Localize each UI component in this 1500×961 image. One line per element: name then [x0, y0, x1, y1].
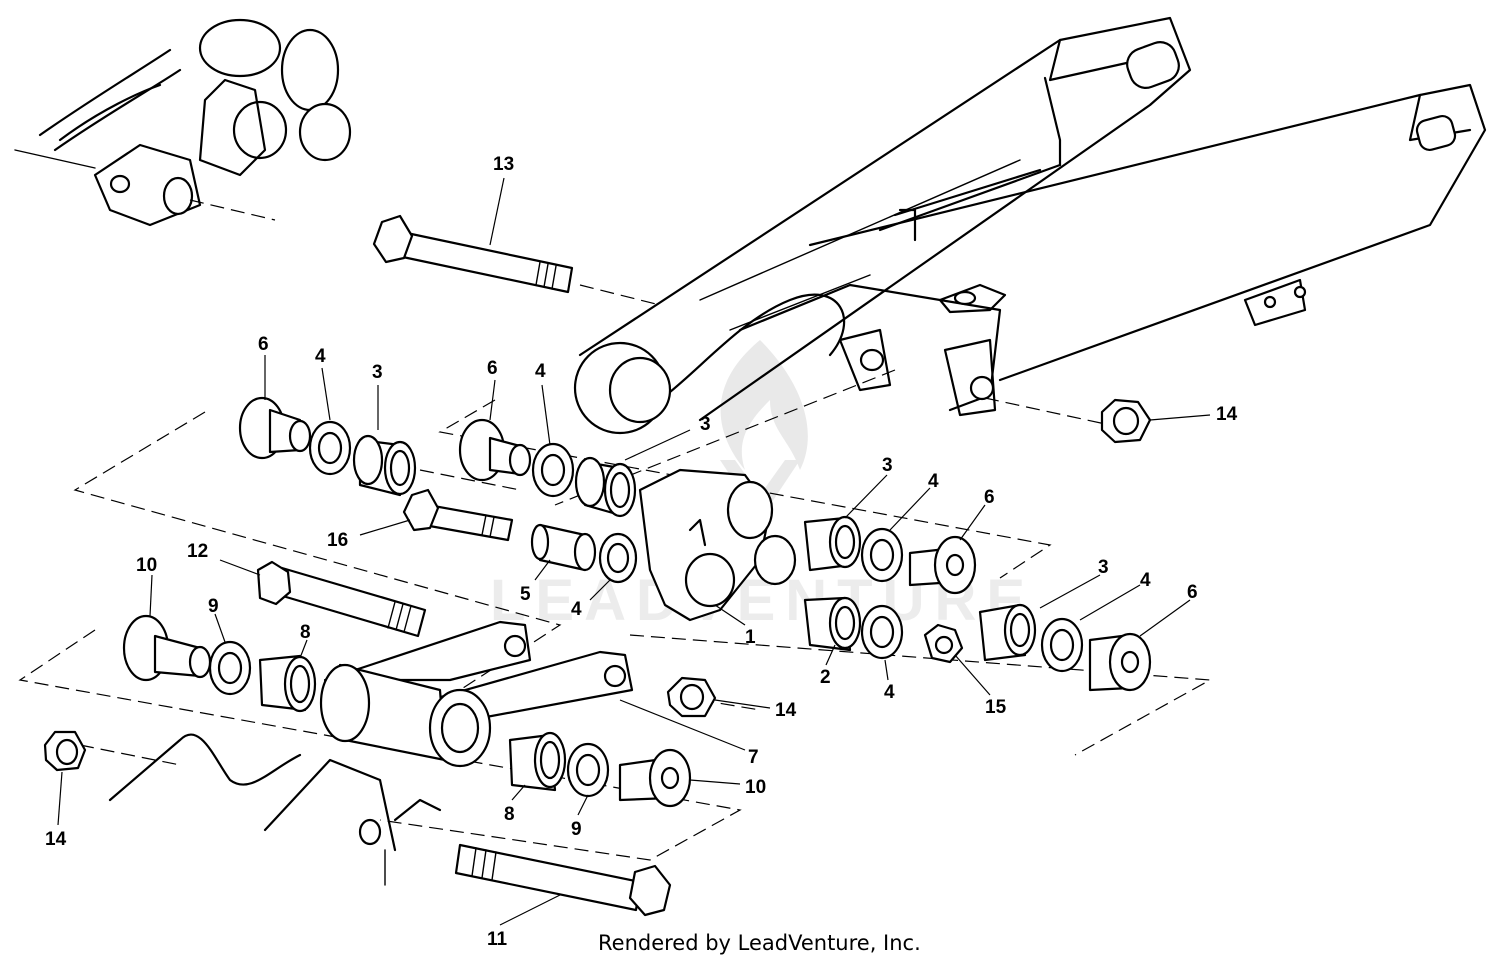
- callout-3: 3: [882, 455, 893, 476]
- callout-7: 7: [748, 747, 759, 768]
- bushing-set-lower: [122, 614, 317, 713]
- callout-10: 10: [136, 555, 157, 576]
- bushing-set-right: [803, 515, 1152, 692]
- spacer-5: [530, 523, 638, 584]
- callout-4: 4: [1140, 570, 1151, 591]
- callout-14: 14: [1216, 404, 1238, 425]
- frame-bracket-lower: [108, 733, 442, 886]
- callout-13: 13: [493, 154, 514, 175]
- callout-12: 12: [187, 541, 208, 562]
- callout-6: 6: [1187, 582, 1198, 603]
- callout-3: 3: [1098, 557, 1109, 578]
- callout-8: 8: [504, 804, 515, 825]
- leader-lines: [57, 177, 1211, 926]
- bushing-set-middle: [458, 418, 637, 518]
- bushing-set-lower-right: [508, 731, 692, 808]
- bolt-11: [454, 843, 672, 917]
- callout-10: 10: [745, 777, 766, 798]
- pivot-bolt-13: [372, 214, 574, 294]
- nut-14-middle: [666, 676, 717, 718]
- callout-4: 4: [884, 682, 895, 703]
- nut-14-lower: [43, 730, 87, 772]
- rocker-arm-1: [638, 468, 797, 622]
- callout-4: 4: [571, 599, 582, 620]
- callout-14: 14: [775, 700, 797, 721]
- callout-4: 4: [315, 346, 326, 367]
- callout-3: 3: [372, 362, 383, 383]
- bushing-set-upper: [238, 396, 417, 497]
- callout-6: 6: [984, 487, 995, 508]
- bolt-12: [256, 560, 427, 638]
- footer-credit: Rendered by LeadVenture, Inc.: [598, 931, 921, 955]
- callout-5: 5: [520, 584, 531, 605]
- callout-9: 9: [208, 596, 219, 617]
- nut-14-upper: [1100, 398, 1152, 444]
- callout-4: 4: [535, 361, 546, 382]
- swingarm: [573, 16, 1487, 435]
- callout-3: 3: [700, 414, 711, 435]
- bolt-16: [402, 488, 514, 542]
- callout-11: 11: [487, 929, 508, 950]
- callout-16: 16: [327, 530, 348, 551]
- callout-9: 9: [571, 819, 582, 840]
- callout-8: 8: [300, 622, 311, 643]
- callout-1: 1: [745, 627, 756, 648]
- callout-6: 6: [487, 358, 498, 379]
- callout-15: 15: [985, 697, 1007, 718]
- callouts: 13 6 4 3 6 4 3 14 3 4 6 16 12 10 9 8 5 4…: [45, 154, 1238, 950]
- frame-fragment: [14, 18, 352, 227]
- callout-14: 14: [45, 829, 67, 850]
- callout-4: 4: [928, 471, 939, 492]
- callout-6: 6: [258, 334, 269, 355]
- callout-2: 2: [820, 667, 831, 688]
- link-arm-7: [319, 620, 634, 768]
